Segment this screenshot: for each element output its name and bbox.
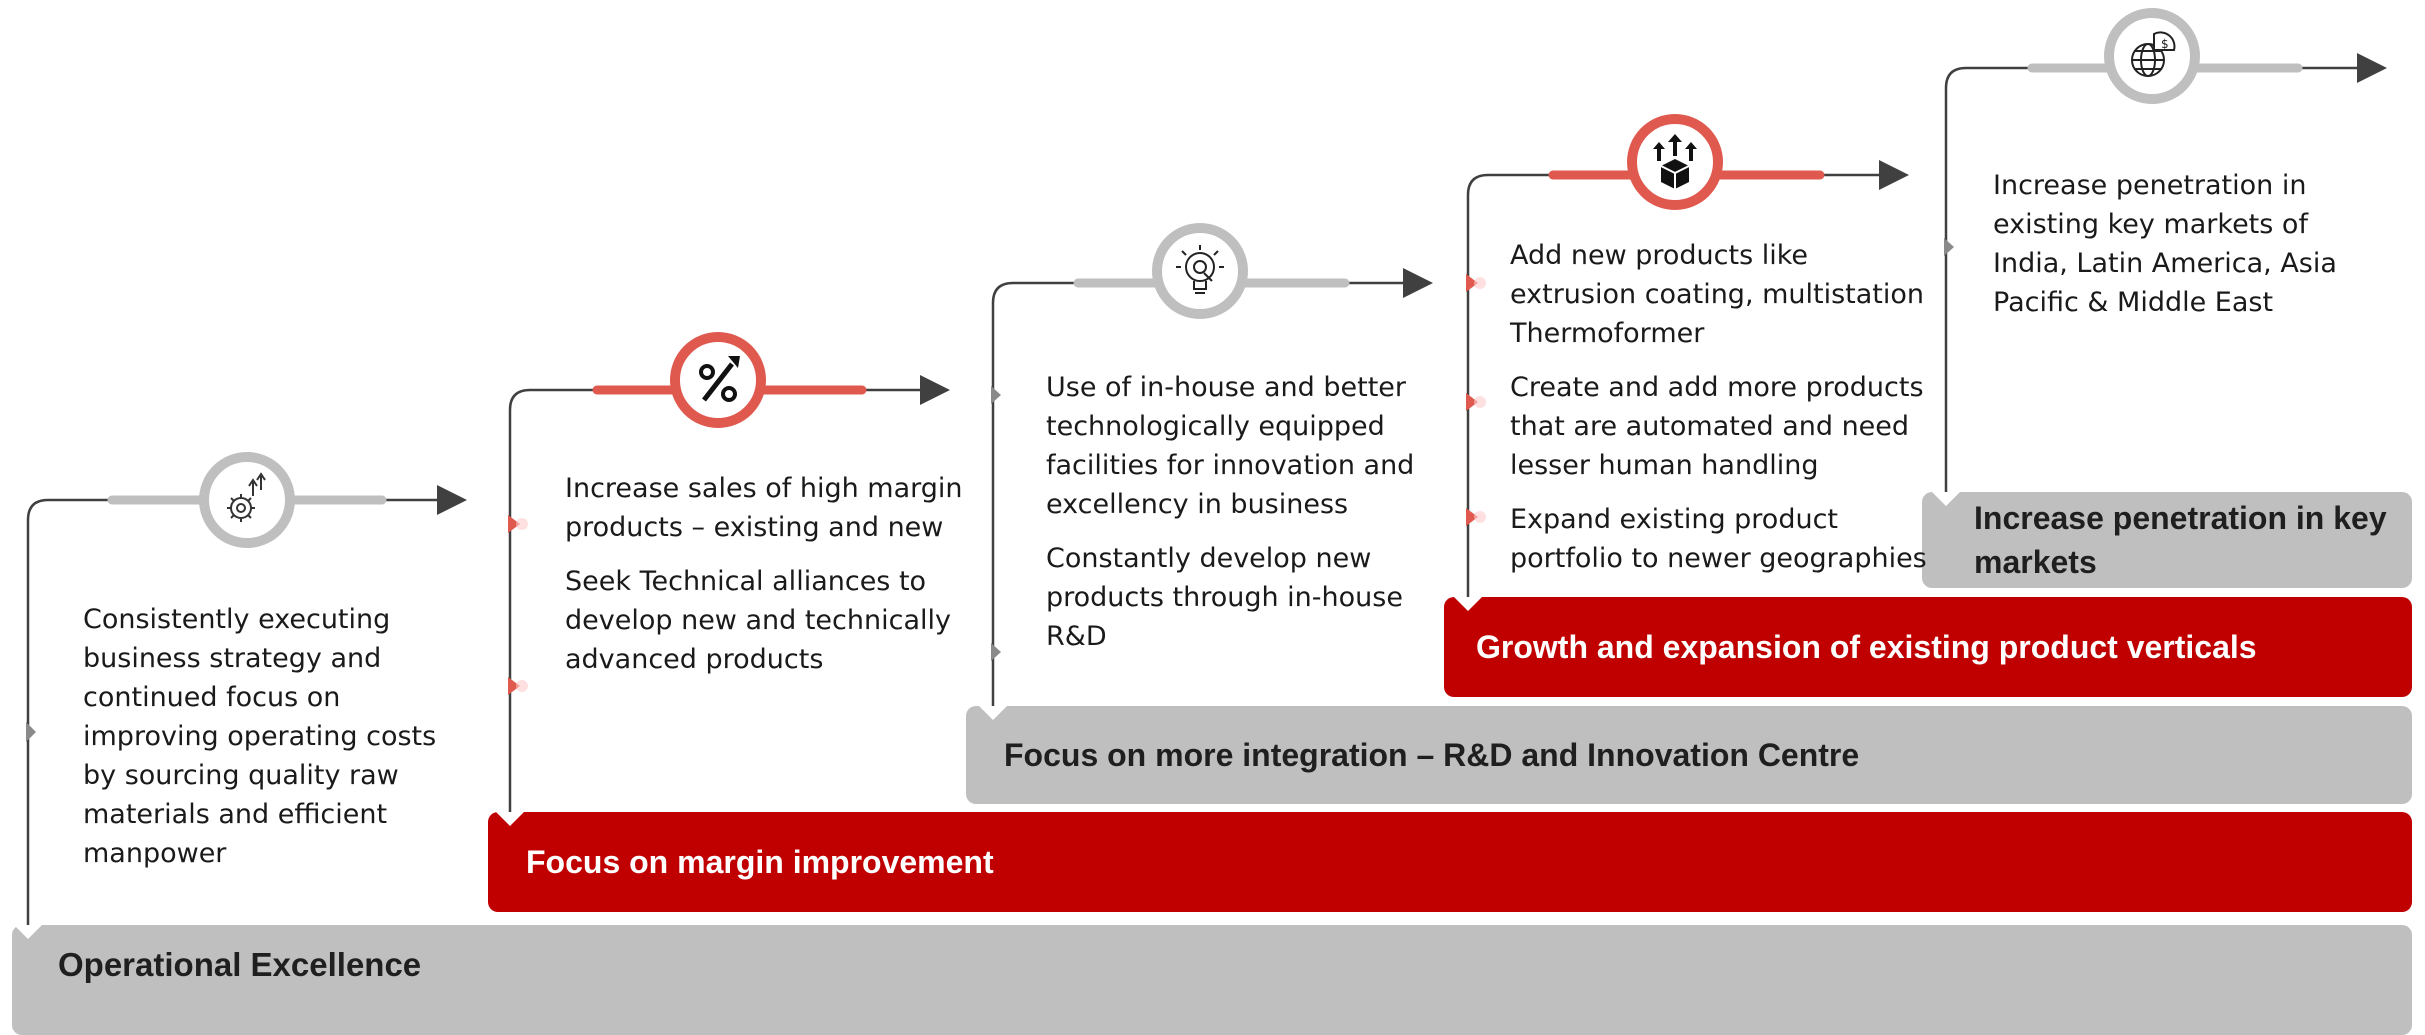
gear-growth-icon xyxy=(199,452,295,548)
bullet-text: Increase penetration in existing key mar… xyxy=(1993,170,2337,318)
bullet-text: Expand existing product portfolio to new… xyxy=(1510,504,1927,574)
bullet-text: Use of in-house and better technological… xyxy=(1046,372,1415,520)
bullet-text: Create and add more products that are au… xyxy=(1510,372,1924,481)
bar-key-markets: Increase penetration in key markets xyxy=(1922,492,2412,588)
svg-text:$: $ xyxy=(2161,37,2169,51)
bar-label: Growth and expansion of existing product… xyxy=(1476,628,2257,665)
step-4-text: Add new products like extrusion coating,… xyxy=(1510,236,1940,578)
bullet-text: Seek Technical alliances to develop new … xyxy=(565,566,951,675)
product-expansion-icon xyxy=(1627,114,1723,210)
step-3-text: Use of in-house and better technological… xyxy=(1046,368,1446,656)
global-market-icon: $ xyxy=(2104,8,2200,104)
bar-label: Focus on more integration – R&D and Inno… xyxy=(1004,736,1860,773)
bullet-text: Constantly develop new products through … xyxy=(1046,543,1403,652)
bar-label: Operational Excellence xyxy=(58,946,422,983)
innovation-bulb-icon xyxy=(1152,223,1248,319)
bar-label: Increase penetration in key markets xyxy=(1974,500,2387,580)
bar-margin-improvement: Focus on margin improvement xyxy=(488,812,2412,912)
bullet-text: Increase sales of high margin products –… xyxy=(565,473,963,543)
step-2-text: Increase sales of high margin products –… xyxy=(565,469,965,679)
percent-growth-icon xyxy=(670,332,766,428)
step-5-text: Increase penetration in existing key mar… xyxy=(1993,166,2373,322)
bullet-text: Add new products like extrusion coating,… xyxy=(1510,240,1925,349)
bar-integration-rnd: Focus on more integration – R&D and Inno… xyxy=(966,706,2412,804)
bar-growth-expansion: Growth and expansion of existing product… xyxy=(1444,597,2412,697)
bar-label: Focus on margin improvement xyxy=(526,843,994,880)
bullet-text: Consistently executing business strategy… xyxy=(83,604,437,869)
step-1-text: Consistently executing business strategy… xyxy=(83,600,443,873)
bar-notches xyxy=(14,492,1960,939)
